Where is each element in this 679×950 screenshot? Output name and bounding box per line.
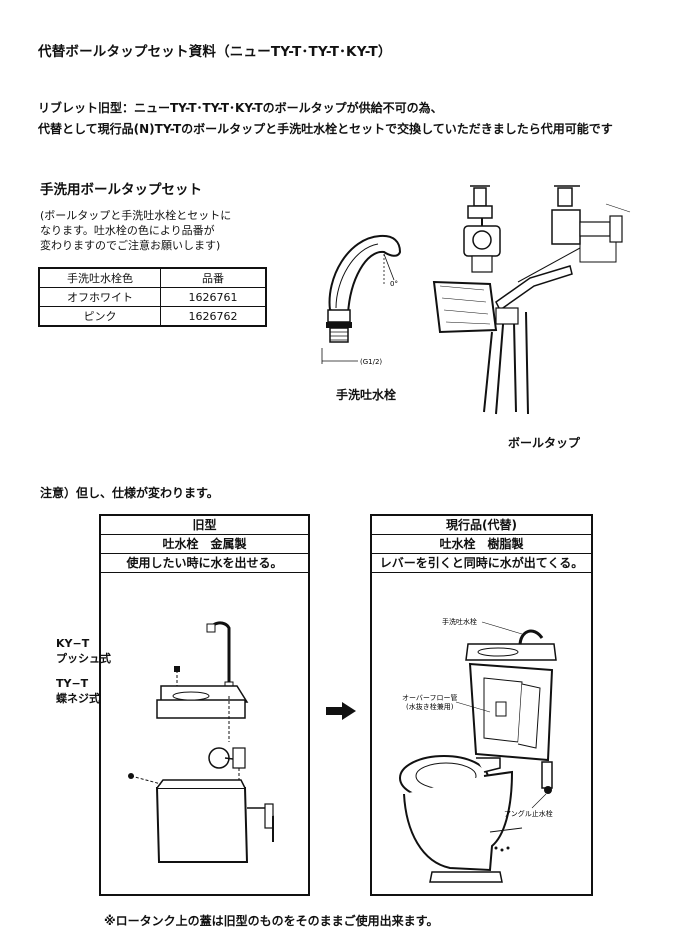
row-color: オフホワイト bbox=[38, 287, 161, 307]
new-model-title: 現行品(代替) bbox=[372, 516, 591, 535]
intro-line-1: リブレット旧型：ニューTY-T･TY-T･KY-Tのボールタップが供給不可の為、 bbox=[38, 101, 443, 115]
dim-deg-label: 0° bbox=[390, 280, 398, 288]
callout-overflow-2: (水抜き栓兼用) bbox=[406, 702, 454, 711]
arrow-right-icon bbox=[326, 702, 356, 720]
old-tank-illustration bbox=[128, 621, 274, 863]
product-code-table: 手洗吐水栓色 品番 オフホワイト 1626761 ピンク 1626762 bbox=[38, 267, 267, 327]
balltap-label: ボールタップ bbox=[508, 436, 581, 450]
new-model-spec-material: 吐水栓 樹脂製 bbox=[372, 535, 591, 554]
set-section-note: (ボールタップと手洗吐水栓とセットに なります。吐水栓の色により品番が 変わりま… bbox=[40, 208, 231, 253]
note-line-1: (ボールタップと手洗吐水栓とセットに bbox=[40, 209, 232, 222]
side-tyt-name: TY−T bbox=[56, 677, 89, 690]
new-model-spec-operation: レバーを引くと同時に水が出てくる。 bbox=[372, 554, 591, 573]
old-model-spec-operation: 使用したい時に水を出せる。 bbox=[101, 554, 308, 573]
callout-overflow-1: オーバーフロー管 bbox=[402, 693, 458, 702]
old-model-spec-material: 吐水栓 金属製 bbox=[101, 535, 308, 554]
dim-g12-label: (G1/2) bbox=[360, 358, 382, 366]
caution-note: 注意）但し、仕様が変わります。 bbox=[40, 486, 219, 500]
row-code: 1626761 bbox=[160, 287, 267, 307]
faucet-label: 手洗吐水栓 bbox=[336, 388, 397, 402]
side-label-kyt: KY−T プッシュ式 bbox=[56, 636, 111, 666]
new-model-panel: 現行品(代替) 吐水栓 樹脂製 レバーを引くと同時に水が出てくる。 手洗吐水栓 … bbox=[370, 514, 593, 896]
balltap-illustration bbox=[432, 185, 631, 415]
header-code: 品番 bbox=[160, 267, 267, 288]
side-tyt-type: 蝶ネジ式 bbox=[56, 692, 100, 705]
row-color: ピンク bbox=[38, 306, 161, 327]
new-toilet-illustration: 手洗吐水栓 オーバーフロー管 (水抜き栓兼用) アングル止水栓 bbox=[399, 617, 557, 883]
side-kyt-type: プッシュ式 bbox=[56, 652, 111, 665]
intro-line-2: 代替として現行品(N)TY-Tのボールタップと手洗吐水栓とセットで交換していただ… bbox=[38, 122, 613, 136]
callout-faucet: 手洗吐水栓 bbox=[442, 617, 477, 626]
table-row: オフホワイト 1626761 bbox=[38, 287, 267, 307]
old-model-panel: 旧型 吐水栓 金属製 使用したい時に水を出せる。 bbox=[99, 514, 310, 896]
faucet-illustration: (G1/2) 0° bbox=[321, 234, 402, 366]
intro-text: リブレット旧型：ニューTY-T･TY-T･KY-Tのボールタップが供給不可の為、… bbox=[38, 98, 613, 140]
set-section-title: 手洗用ボールタップセット bbox=[40, 182, 202, 198]
note-line-3: 変わりますのでご注意お願いします) bbox=[40, 239, 221, 252]
note-line-2: なります。吐水栓の色により品番が bbox=[40, 224, 215, 237]
footer-note: ※ロータンク上の蓋は旧型のものをそのままご使用出来ます。 bbox=[104, 914, 439, 928]
document-title: 代替ボールタップセット資料（ニューTY-T･TY-T･KY-T） bbox=[38, 44, 392, 60]
side-kyt-name: KY−T bbox=[56, 637, 90, 650]
table-header-row: 手洗吐水栓色 品番 bbox=[38, 267, 267, 288]
old-model-title: 旧型 bbox=[101, 516, 308, 535]
callout-valve: アングル止水栓 bbox=[504, 809, 553, 818]
table-row: ピンク 1626762 bbox=[38, 306, 267, 327]
header-color: 手洗吐水栓色 bbox=[38, 267, 161, 288]
row-code: 1626762 bbox=[160, 306, 267, 327]
side-label-tyt: TY−T 蝶ネジ式 bbox=[56, 676, 100, 706]
